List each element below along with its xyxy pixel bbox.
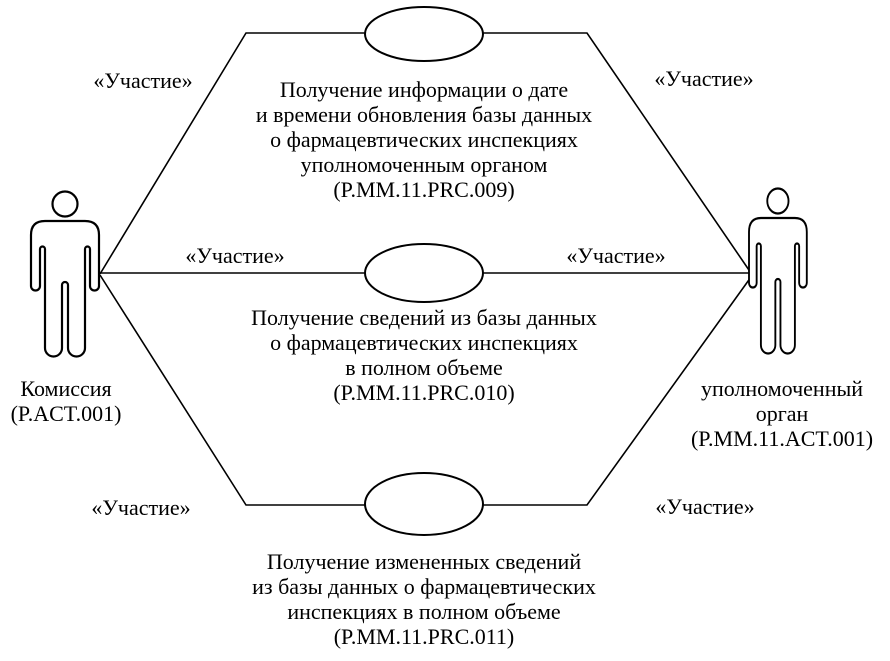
use-case-bottom-code: (P.MM.11.PRC.011) <box>333 624 515 649</box>
actor-authorized-body-name-line2: орган <box>755 401 809 426</box>
stereotype-label-bottom-left: «Участие» <box>91 495 191 520</box>
stereotype-label-top-left: «Участие» <box>93 68 193 93</box>
use-case-ellipse-middle <box>364 243 484 303</box>
use-case-ellipse-bottom <box>364 472 484 536</box>
use-case-top-line1: Получение информации о дате <box>279 77 569 102</box>
stereotype-label-top-right: «Участие» <box>654 66 754 91</box>
association-right-bottom <box>483 276 752 506</box>
association-right-top <box>483 32 752 274</box>
use-case-top-line2: и времени обновления базы данных <box>255 102 593 127</box>
use-case-middle-code: (P.MM.11.PRC.010) <box>333 380 515 405</box>
use-case-middle-line3: в полном объеме <box>345 355 503 380</box>
use-case-ellipse-top <box>364 6 484 62</box>
stereotype-label-middle-right: «Участие» <box>566 243 666 268</box>
association-left-bottom <box>99 274 365 506</box>
actor-authorized-body-code: (P.MM.11.ACT.001) <box>690 426 874 451</box>
actor-commission-name: Комиссия <box>20 376 112 401</box>
use-case-middle-line1: Получение сведений из базы данных <box>251 305 597 330</box>
stereotype-label-middle-left: «Участие» <box>185 243 285 268</box>
actor-commission-code: (P.ACT.001) <box>10 401 122 426</box>
stereotype-label-bottom-right: «Участие» <box>655 494 755 519</box>
use-case-top-line3: о фармацевтических инспекциях <box>270 127 578 152</box>
use-case-top-code: (P.MM.11.PRC.009) <box>333 177 515 202</box>
actor-figure-commission <box>29 190 101 358</box>
use-case-top-line4: уполномоченным органом <box>300 152 548 177</box>
association-left-top <box>99 32 365 275</box>
use-case-label-middle: Получение сведений из базы данных о фарм… <box>164 305 684 405</box>
use-case-label-bottom: Получение измененных сведений из базы да… <box>164 549 684 649</box>
use-case-label-top: Получение информации о дате и времени об… <box>164 77 684 202</box>
actor-label-commission: Комиссия (P.ACT.001) <box>0 376 132 426</box>
actor-authorized-body-name-line1: уполномоченный <box>700 376 864 401</box>
use-case-bottom-line3: инспекциях в полном объеме <box>287 599 561 624</box>
actor-label-authorized-body: уполномоченный орган (P.MM.11.ACT.001) <box>674 376 890 451</box>
use-case-middle-line2: о фармацевтических инспекциях <box>270 330 578 355</box>
use-case-bottom-line1: Получение измененных сведений <box>266 549 582 574</box>
actor-figure-authorized-body <box>747 187 808 355</box>
use-case-bottom-line2: из базы данных о фармацевтических <box>252 574 596 599</box>
